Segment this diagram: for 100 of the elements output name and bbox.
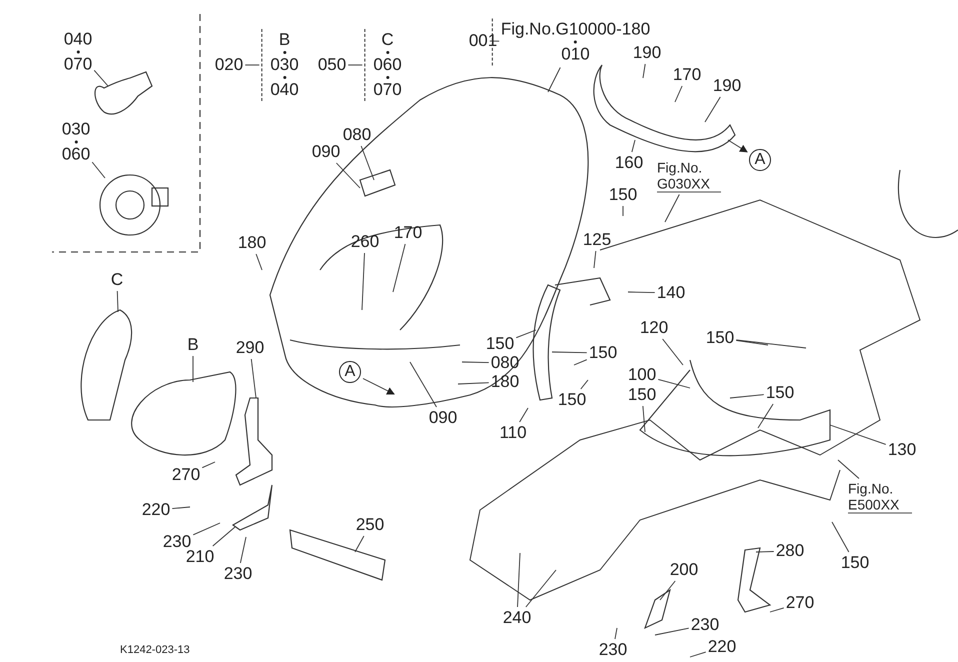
callout-number: 020 [214,56,244,74]
leader-line [212,526,236,546]
callout-number: 060 [373,56,402,74]
callout-number: 110 [499,424,527,442]
leader-line [360,146,374,180]
callout-number: 270 [786,594,814,612]
leader-line [838,460,860,479]
callout-number: 280 [776,542,804,560]
callout-number: 001 [468,32,498,50]
callout-number: 240 [502,609,532,627]
callout-number: 070 [373,81,402,99]
leader-line [832,522,850,552]
callout-number: 040 [64,30,92,48]
leader-line [362,252,365,310]
callout-number: 150 [840,554,870,572]
leader-line [548,67,561,92]
callout-number: 130 [888,441,916,459]
callout-number: 030 [270,56,299,74]
callout-number: 170 [394,224,422,242]
leader-line [172,506,190,510]
callout-number: 260 [350,233,380,251]
callout-number: 080 [490,354,520,372]
callout-number: 090 [428,409,458,427]
leader-line [660,580,676,600]
leader-line [654,628,690,636]
callout-number: 210 [186,548,214,566]
callout-number: 160 [614,154,644,172]
callout-number: 120 [640,319,668,337]
callout-number: 230 [162,533,192,551]
callout-number: 230 [224,565,252,583]
figure-reference: Fig.No. E500XX [848,480,912,514]
callout-number: 200 [670,561,698,579]
leader-line [92,162,106,178]
callout-number: 150 [628,386,656,404]
callout-number: 220 [708,638,736,656]
callout-number: 100 [628,366,656,384]
connection-mark: A [749,149,771,171]
leader-line [690,652,706,658]
leader-line [202,462,216,468]
leader-line [614,628,618,640]
leader-line [244,64,260,66]
callout-number: 150 [608,186,638,204]
callout-number: 125 [582,231,612,249]
leader-line [519,408,528,422]
leader-line [664,194,680,222]
callout-number: 250 [356,516,384,534]
callout-number: 150 [558,391,586,409]
leader-line [642,64,646,78]
callout-number: C [381,31,394,49]
leader-line [642,406,646,432]
leader-line [516,330,536,338]
leader-line [622,206,624,216]
leader-line [192,522,220,536]
leader-line [525,570,556,608]
leader-line [192,356,194,382]
callout-number: Fig.No.G10000-180 [500,20,650,38]
callout-number: 170 [672,66,702,84]
leader-line [462,362,490,364]
leader-line [730,394,764,398]
callout-number: 050 [318,56,346,74]
leader-line [758,404,774,428]
callout-number: 090 [312,143,340,161]
callout-number: 150 [588,344,618,362]
leader-line [736,340,768,346]
leader-line [410,362,437,408]
callout-number: 190 [712,77,742,95]
leader-line [458,382,490,384]
leader-line [736,339,806,348]
leader-line [250,358,256,398]
callout-number: 010 [561,46,590,64]
leader-line [662,338,684,366]
arrow [728,140,748,152]
callout-number: 080 [342,126,372,144]
callout-number: B [278,31,290,49]
callout-number: 290 [236,339,264,357]
callout-number: B [187,336,199,354]
leader-line [574,359,588,366]
leader-line [256,254,262,270]
leader-line [354,536,364,552]
callout-number: 150 [766,384,794,402]
leader-line [580,380,588,390]
callout-number: 040 [270,81,299,99]
leader-line [830,424,886,445]
leader-line [94,70,108,86]
callout-number: 030 [62,120,90,138]
leader-line [348,64,363,66]
drawing-number: K1242-023-13 [120,644,190,656]
callout-number: 060 [62,146,90,164]
leader-line [116,290,118,312]
leader-line [770,607,784,612]
leader-line [594,250,596,268]
leader-line [658,378,690,388]
callout-number: 230 [598,641,628,659]
callout-number: 140 [656,284,686,302]
callout-number: 150 [486,335,514,353]
leader-line [392,244,406,292]
callout-number: 180 [490,373,520,391]
leader-line [631,140,636,152]
arrow [362,378,395,394]
callout-number: C [110,271,124,289]
